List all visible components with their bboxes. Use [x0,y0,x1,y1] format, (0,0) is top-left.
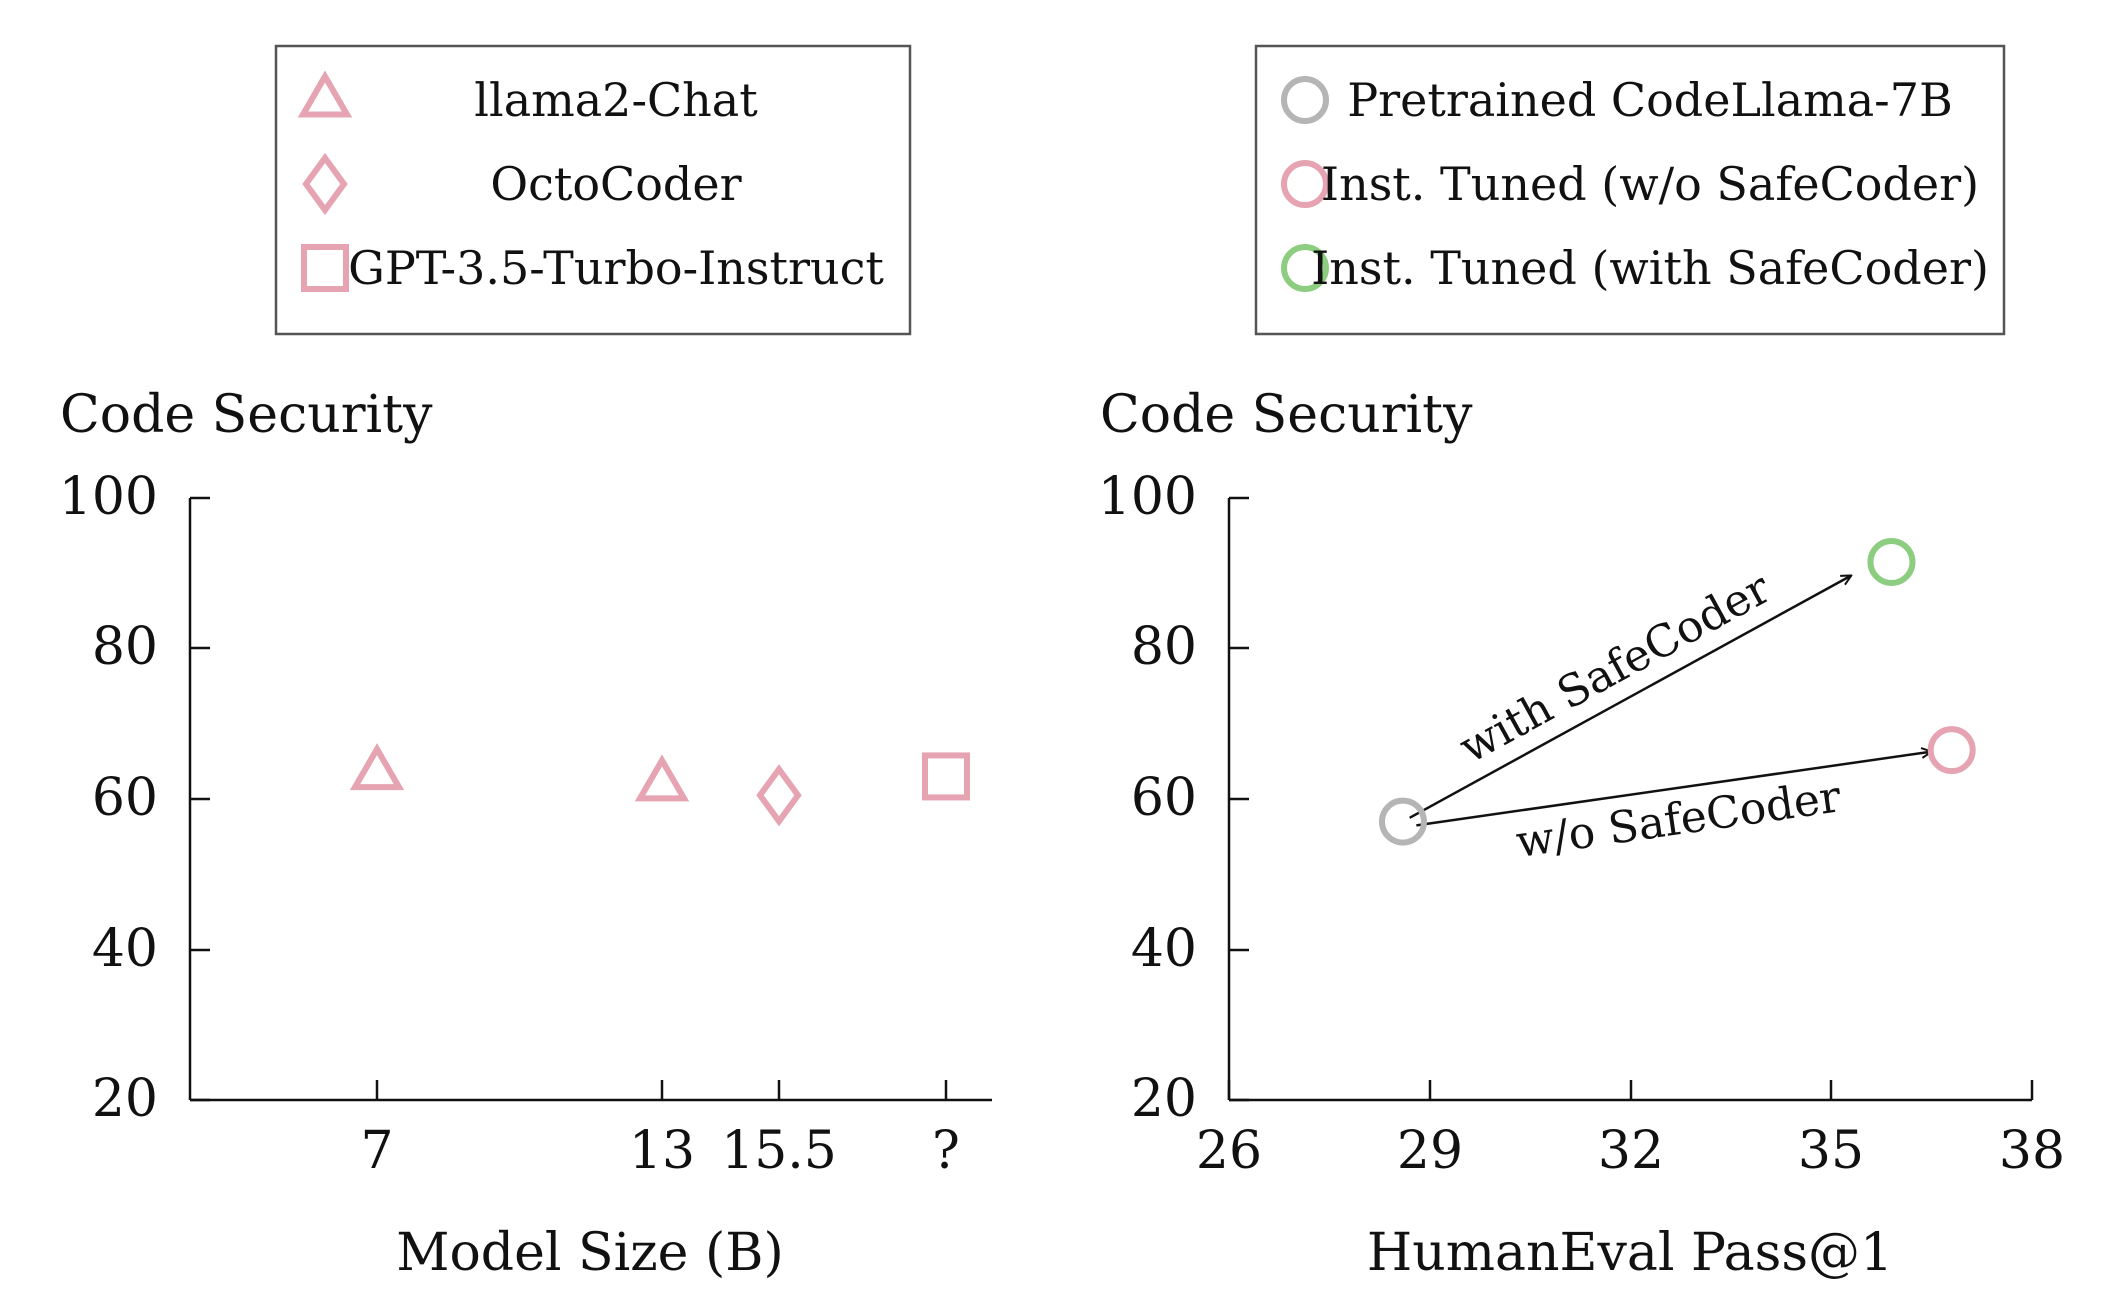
left-legend-label-llama2-chat: llama2-Chat [474,73,758,127]
right-x-tick-label: 38 [1999,1121,2065,1181]
right-y-axis-label: Code Security [1100,385,1473,445]
left-y-tick-label: 40 [92,919,158,979]
left-legend-box [274,44,912,336]
right-x-tick-label: 29 [1397,1121,1463,1181]
point-octocoder [756,764,802,827]
annotation-label-w-o-safecoder: w/o SafeCoder [1513,771,1845,868]
left-x-tick-label: 15.5 [721,1121,837,1181]
right-x-axis-label: HumanEval Pass@1 [1367,1223,1893,1283]
right-y-tick-label: 60 [1131,768,1197,828]
left-y-ticks: 20 40 60 80 100 [59,467,210,1129]
right-legend-label-with-safecoder: Inst. Tuned (with SafeCoder) [1311,241,1989,295]
right-points [1378,537,1976,846]
point-gpt-3-5-turbo-instruct [922,752,970,801]
left-y-tick-label: 60 [92,768,158,828]
left-chart: llama2-Chat OctoCoder GPT-3.5-Turbo-Inst… [59,44,992,1283]
right-y-tick-label: 100 [1098,467,1197,527]
point-pretrained-codellama-7b [1378,797,1427,846]
right-legend: Pretrained CodeLlama-7B Inst. Tuned (w/o… [1254,44,2006,336]
left-legend: llama2-Chat OctoCoder GPT-3.5-Turbo-Inst… [274,44,912,336]
left-x-tick-label: 7 [360,1121,393,1181]
right-y-tick-label: 40 [1131,919,1197,979]
point-inst-tuned-with-safecoder- [1867,537,1916,586]
left-x-axis-label: Model Size (B) [396,1223,784,1283]
arrow-w-o-safecoder [1416,752,1931,827]
legend-marker-triangle [297,70,353,118]
right-x-tick-label: 26 [1196,1121,1262,1181]
right-x-tick-label: 32 [1598,1121,1664,1181]
left-y-tick-label: 80 [92,617,158,677]
right-legend-label-wo-safecoder: Inst. Tuned (w/o SafeCoder) [1321,157,1979,211]
left-legend-label-octocoder: OctoCoder [490,157,741,211]
left-points [349,743,970,827]
right-y-ticks: 20 40 60 80 100 [1098,467,1249,1129]
right-y-tick-label: 20 [1131,1069,1197,1129]
legend-marker-green-circle [1281,244,1329,292]
left-y-tick-label: 20 [92,1069,158,1129]
left-x-ticks: 7 13 15.5 ? [360,1080,960,1181]
right-chart: Pretrained CodeLlama-7B Inst. Tuned (w/o… [1098,44,2065,1283]
left-x-tick-label: 13 [629,1121,695,1181]
right-legend-box [1254,44,2006,336]
left-y-axis-label: Code Security [60,385,433,445]
annotation-label-with-safecoder: with SafeCoder [1451,562,1780,774]
left-axes [188,498,992,1102]
left-x-tick-label: ? [932,1121,960,1181]
arrow-with-safecoder [1409,574,1852,819]
right-x-ticks: 26 29 32 35 38 [1196,1080,2065,1181]
legend-marker-diamond [302,152,348,216]
point-llama2-chat [349,743,405,791]
legend-marker-gray-circle [1281,76,1329,124]
legend-marker-square [301,244,349,292]
right-y-tick-label: 80 [1131,617,1197,677]
right-legend-label-pretrained: Pretrained CodeLlama-7B [1347,73,1953,127]
point-llama2-chat [634,754,690,802]
left-legend-label-gpt-3-5-turbo-instruct: GPT-3.5-Turbo-Instruct [348,241,884,295]
point-inst-tuned-w-o-safecoder- [1927,726,1976,775]
legend-marker-pink-circle [1281,160,1329,208]
right-x-tick-label: 35 [1798,1121,1864,1181]
right-axes [1227,498,2032,1102]
left-y-tick-label: 100 [59,467,158,527]
